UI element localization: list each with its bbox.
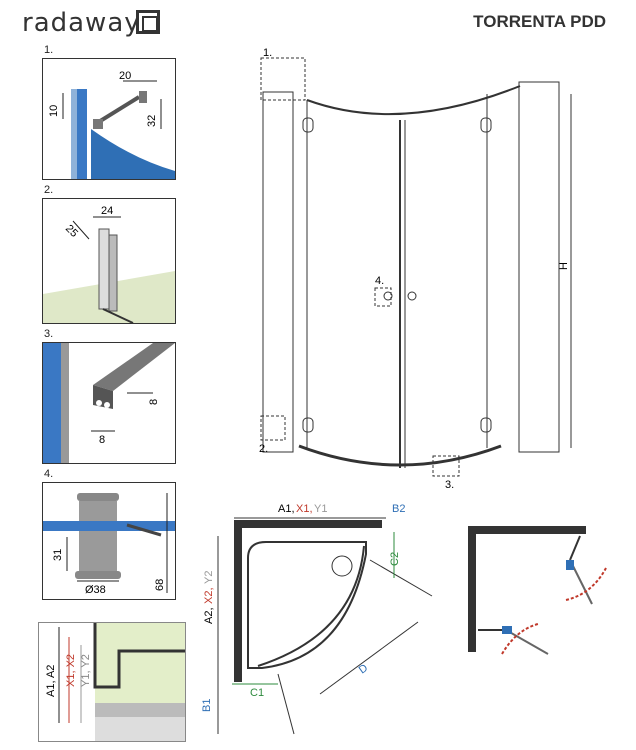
detail-4-number: 4. bbox=[44, 468, 54, 480]
plan-label-y2: Y2 bbox=[203, 571, 215, 584]
detail-4-dim-31: 31 bbox=[52, 549, 64, 561]
detail-1-panel: 20 10 32 bbox=[42, 58, 176, 180]
product-title: TORRENTA PDD bbox=[473, 12, 606, 31]
height-label-x: X1, X2 bbox=[65, 654, 77, 687]
plan-label-y1: Y1 bbox=[314, 503, 327, 515]
detail-1-dim-32: 32 bbox=[146, 115, 158, 127]
detail-4-dim-68: 68 bbox=[154, 579, 166, 591]
plan-label-d: D bbox=[357, 662, 371, 676]
height-label-a: A1, A2 bbox=[45, 665, 57, 697]
detail-2-panel: 24 25 bbox=[42, 198, 176, 324]
detail-4-drawing: 31 Ø38 68 bbox=[43, 493, 175, 596]
height-detail-panel: A1, A2 X1, X2 Y1, Y2 bbox=[38, 622, 186, 742]
main-elevation-view: 1. 2. 3. 4. H bbox=[259, 47, 572, 490]
plan-label-x2: X2, bbox=[203, 587, 215, 604]
height-label-y: Y1, Y2 bbox=[80, 654, 92, 687]
detail-4-dim-38: Ø38 bbox=[85, 584, 106, 596]
plan-label-c1: C1 bbox=[250, 687, 264, 699]
plan-label-c2: C2 bbox=[389, 552, 401, 566]
callout-1: 1. bbox=[263, 47, 272, 59]
detail-2-drawing: 24 25 bbox=[43, 205, 175, 323]
plan-label-a1: A1, bbox=[278, 503, 295, 515]
plan-label-x1: X1, bbox=[296, 503, 313, 515]
callout-3: 3. bbox=[445, 479, 454, 490]
door-opening-schematic bbox=[468, 526, 607, 655]
detail-2-dim-24: 24 bbox=[101, 205, 113, 217]
plan-label-b2: B2 bbox=[392, 503, 405, 515]
detail-2-dim-25: 25 bbox=[63, 223, 80, 240]
detail-1-dim-10: 10 bbox=[48, 105, 60, 117]
detail-3-drawing: 8 8 bbox=[43, 343, 175, 463]
callout-2: 2. bbox=[259, 443, 268, 455]
detail-3-number: 3. bbox=[44, 328, 54, 340]
detail-1-dim-20: 20 bbox=[119, 70, 131, 82]
detail-3-dim-8-horizontal: 8 bbox=[99, 434, 105, 446]
plan-view: A1, X1, Y1 B2 A2, X2, Y2 B1 C1 C2 D bbox=[201, 503, 433, 735]
plan-label-a2: A2, bbox=[203, 607, 215, 624]
detail-4-panel: 31 Ø38 68 bbox=[42, 482, 176, 600]
detail-1-number: 1. bbox=[44, 44, 54, 56]
brand-logo-text: radaway bbox=[22, 8, 141, 38]
height-dimension: H bbox=[558, 262, 570, 270]
height-detail-drawing: A1, A2 X1, X2 Y1, Y2 bbox=[45, 623, 185, 741]
detail-1-drawing: 20 10 32 bbox=[48, 70, 175, 179]
brand-logo-icon bbox=[136, 10, 160, 34]
callout-4: 4. bbox=[375, 275, 384, 287]
detail-3-dim-8-vertical: 8 bbox=[148, 399, 160, 405]
detail-3-panel: 8 8 bbox=[42, 342, 176, 464]
detail-2-number: 2. bbox=[44, 184, 54, 196]
plan-label-b1: B1 bbox=[201, 699, 213, 712]
